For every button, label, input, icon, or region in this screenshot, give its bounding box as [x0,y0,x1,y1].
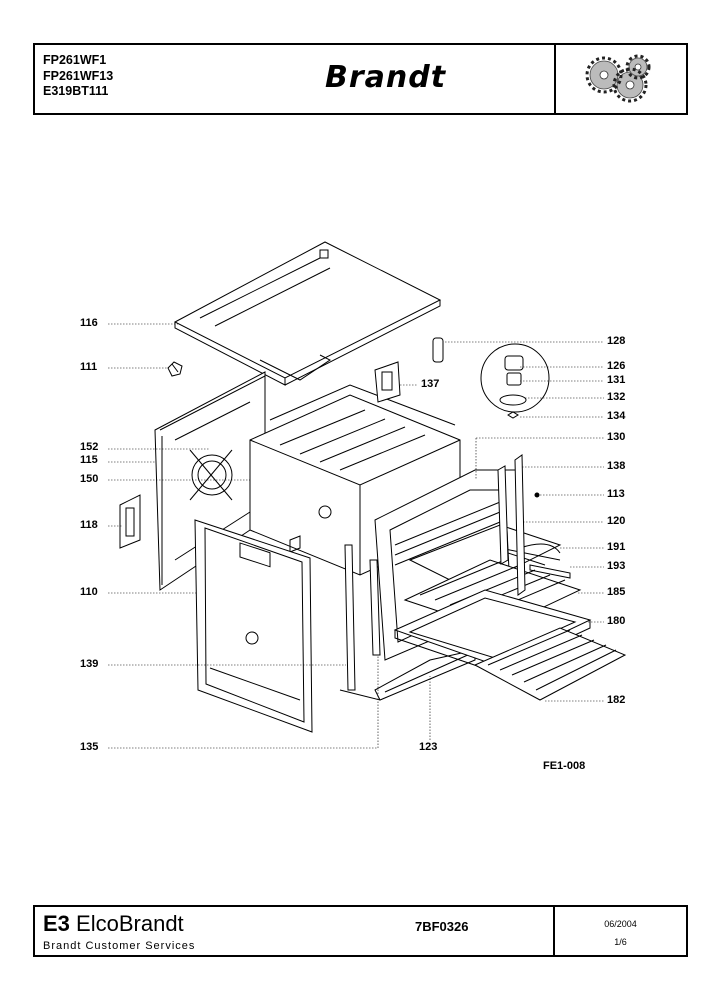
callout-193: 193 [607,560,626,572]
top-cover-part [173,241,442,386]
page-number: 1/6 [614,937,627,947]
company-name: E3 ElcoBrandt [43,911,184,937]
clip-part [167,361,183,377]
model-number: E319BT111 [43,84,109,98]
callout-139: 139 [80,658,99,670]
oven-shelf-part [473,627,627,701]
callout-191: 191 [607,541,626,553]
callout-116: 116 [80,317,98,329]
side-frame-part [497,454,526,596]
front-frame-part [194,519,313,733]
callout-185: 185 [607,586,626,598]
callout-111: 111 [80,361,98,373]
callout-115: 115 [80,454,98,466]
header-box: FP261WF1 FP261WF13 E319BT111 Brandt [33,43,688,115]
hinge-part [374,361,401,403]
callout-180: 180 [607,615,626,627]
lamp-assembly-part [480,343,550,419]
date-box: 06/2004 1/6 [553,907,686,955]
callout-118: 118 [80,519,98,531]
gears-logo-box [554,45,686,113]
model-number: FP261WF1 [43,53,107,67]
callout-120: 120 [607,515,626,527]
callout-113: 113 [607,488,625,500]
company-mark: E3 [43,911,70,936]
fuse-part [432,337,444,363]
callout-130: 130 [607,431,626,443]
probe-part [529,564,571,579]
document-reference: 7BF0326 [415,919,469,934]
leader-lines [108,323,604,749]
callout-135: 135 [80,741,99,753]
footer-box: E3 ElcoBrandt Brandt Customer Services 7… [33,905,688,957]
callout-110: 110 [80,586,98,598]
callout-126: 126 [607,360,626,372]
model-number: FP261WF13 [43,68,114,83]
brand-logo: Brandt [325,60,447,95]
gears-icon [585,54,651,103]
document-date: 06/2004 [604,919,637,929]
callout-131: 131 [607,374,626,386]
callout-150: 150 [80,473,99,485]
model-list: FP261WF1 FP261WF13 E319BT111 [43,53,113,100]
callout-138: 138 [607,460,626,472]
callout-152: 152 [80,441,99,453]
figure-reference: FE1-008 [543,760,586,772]
company-name-text: ElcoBrandt [76,911,184,936]
callout-134: 134 [607,410,626,422]
bracket-part [119,494,141,549]
screw-part [534,492,540,498]
callout-132: 132 [607,391,626,403]
drip-tray-part [393,589,592,673]
callout-182: 182 [607,694,626,706]
callout-137: 137 [421,378,440,390]
department-name: Brandt Customer Services [43,940,196,952]
callout-123: 123 [419,741,438,753]
callout-128: 128 [607,335,626,347]
